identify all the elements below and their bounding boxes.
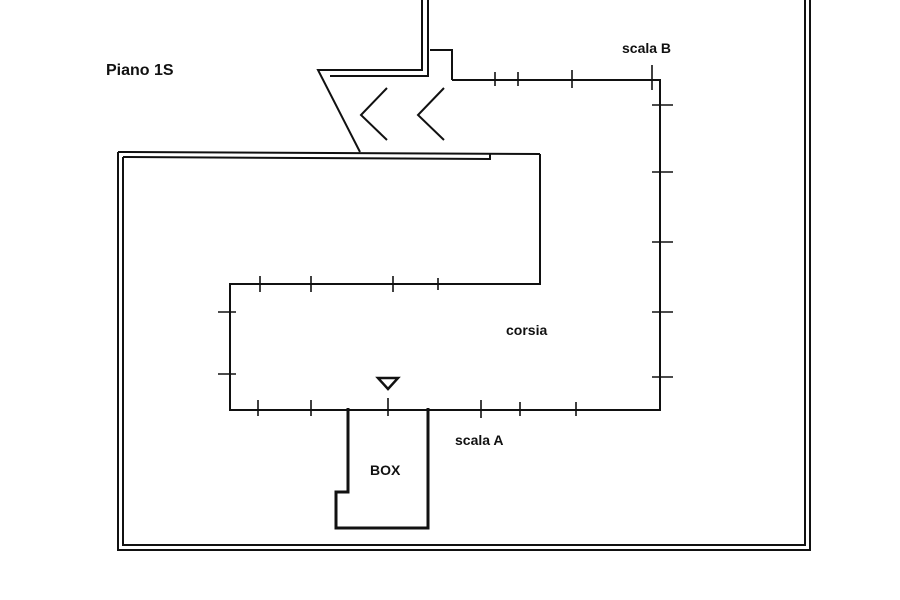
corridor-wall [229, 79, 661, 411]
ramp-arrow-2 [416, 87, 445, 141]
box-unit [334, 408, 430, 530]
entrance-triangle-icon [375, 376, 401, 391]
label-corsia: corsia [506, 322, 548, 338]
parking-ticks [218, 65, 673, 418]
label-box: BOX [370, 462, 401, 478]
ramp [316, 0, 453, 153]
floor-title: Piano 1S [106, 62, 174, 79]
label-scala-b: scala B [622, 40, 672, 56]
outer-wall [117, 0, 811, 551]
ramp-arrow-1 [359, 87, 388, 141]
label-scala-a: scala A [455, 432, 504, 448]
